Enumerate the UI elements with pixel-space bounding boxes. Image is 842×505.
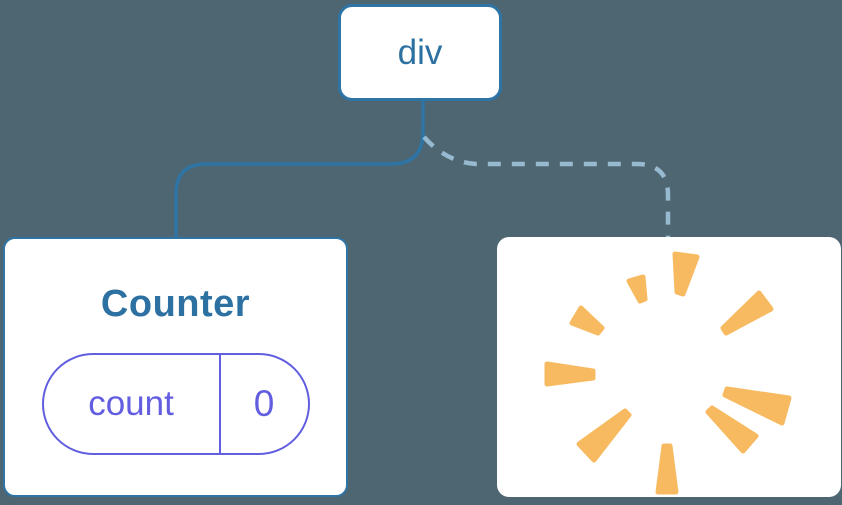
root-node-div: div [338,4,502,101]
counter-component-card: Counter count 0 [3,237,348,497]
poof-icon [544,251,792,495]
solid-connector-line [174,101,425,237]
state-value: 0 [218,355,308,453]
dashed-connector-line [422,135,671,237]
removed-component-card [497,237,841,497]
root-node-label: div [397,32,443,72]
state-pill: count 0 [41,353,310,455]
counter-title: Counter [100,283,251,325]
state-key: count [88,384,174,423]
